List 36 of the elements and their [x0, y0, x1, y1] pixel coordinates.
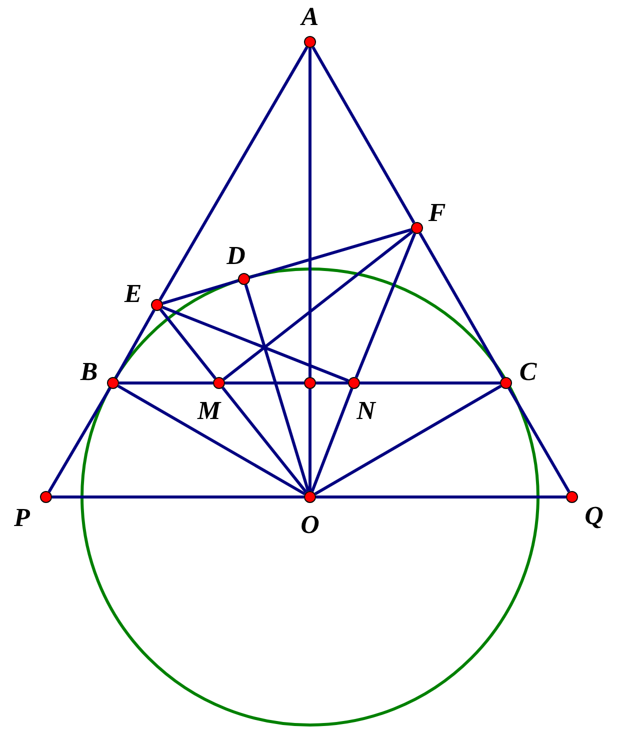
line-segment [162, 306, 349, 382]
point-label: F [427, 198, 447, 226]
line-segment [162, 279, 239, 305]
line-segment [222, 386, 308, 494]
line-segment [418, 232, 504, 379]
line-segment [312, 46, 416, 224]
line-segment [158, 46, 308, 301]
line-segment [225, 382, 304, 384]
line-segment [160, 308, 216, 380]
point-label: M [196, 396, 222, 424]
point-label: D [226, 241, 246, 269]
line-segment [316, 496, 566, 498]
point-label: B [79, 357, 99, 385]
line-segment [354, 233, 416, 378]
line-segment [360, 382, 500, 384]
point-label: P [13, 503, 31, 531]
line-segment [117, 384, 306, 496]
point-label: N [356, 396, 378, 424]
line-segment [314, 384, 502, 496]
point-label: C [518, 357, 538, 385]
point-label: O [300, 510, 320, 538]
line-segment [308, 389, 312, 491]
line-segment [222, 230, 414, 380]
line-segment [249, 228, 412, 279]
line-segment [316, 382, 348, 384]
line-segment [310, 388, 354, 492]
point-label: A [299, 2, 320, 30]
point-label: Q [584, 501, 604, 529]
line-segment [48, 387, 112, 493]
line-segment [114, 310, 156, 378]
point-label: E [123, 279, 143, 307]
line-segment [52, 496, 304, 498]
line-segment [119, 382, 213, 384]
line-segment [308, 48, 312, 377]
line-segment [508, 387, 570, 493]
line-segment [244, 284, 310, 492]
